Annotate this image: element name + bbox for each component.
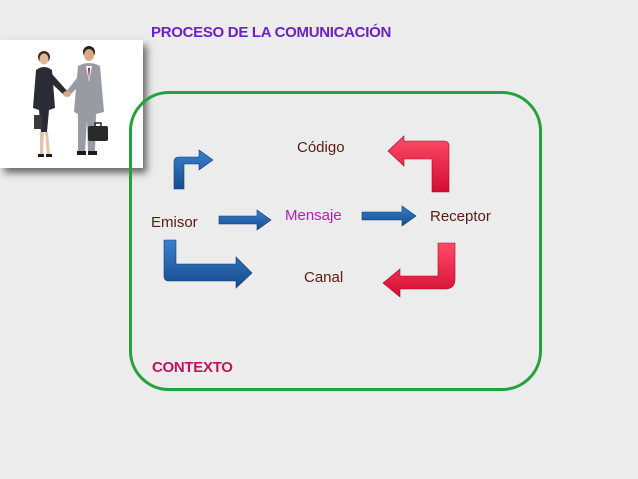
arrow-emisor-to-mensaje: [218, 209, 272, 231]
label-receptor: Receptor: [430, 208, 491, 225]
arrow-emisor-to-codigo: [173, 149, 214, 190]
label-emisor: Emisor: [151, 214, 198, 231]
arrow-emisor-to-canal: [163, 239, 253, 289]
arrow-mensaje-to-receptor: [361, 205, 417, 227]
context-frame: [129, 91, 542, 391]
arrow-receptor-to-canal: [382, 242, 456, 298]
label-mensaje: Mensaje: [285, 207, 342, 224]
page-title: PROCESO DE LA COMUNICACIÓN: [151, 24, 391, 41]
label-contexto: CONTEXTO: [152, 359, 233, 376]
handshake-photo: [0, 40, 143, 168]
label-codigo: Código: [297, 139, 345, 156]
handshake-illustration: [33, 46, 108, 157]
label-canal: Canal: [304, 269, 344, 286]
arrow-receptor-to-codigo: [387, 135, 450, 193]
